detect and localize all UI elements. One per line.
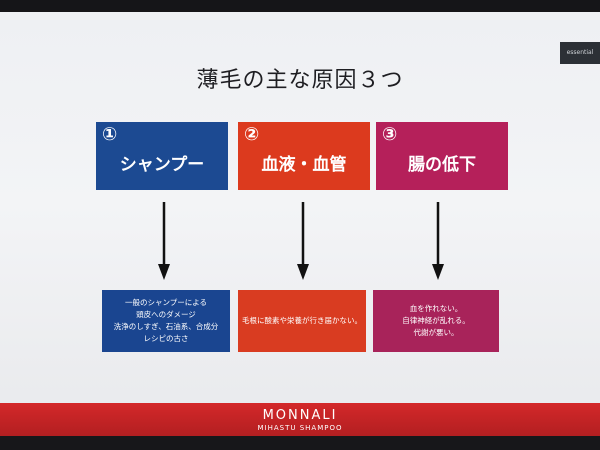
down-arrow-icon <box>432 202 444 280</box>
slide-title: 薄毛の主な原因３つ <box>196 68 404 93</box>
detail-line: 自律神経が乱れる。 <box>402 316 470 325</box>
detail-line: 頭皮へのダメージ <box>136 310 196 319</box>
down-arrow-icon <box>158 202 170 280</box>
detail-line: 代謝が悪い。 <box>413 328 459 337</box>
detail-line: 毛根に酸素や栄養が行き届かない。 <box>242 316 362 325</box>
presentation-slide: essential 薄毛の主な原因３つ ① シャンプー ② 血液・血管 ③ 腸の… <box>0 12 600 438</box>
cause-box-shampoo: ① シャンプー <box>96 122 228 190</box>
monitor-bezel-bottom <box>0 436 600 450</box>
detail-box-blood: 毛根に酸素や栄養が行き届かない。 <box>238 290 366 352</box>
detail-box-gut: 血を作れない。 自律神経が乱れる。 代謝が悪い。 <box>373 290 499 352</box>
detail-line: レシピの古さ <box>143 334 189 343</box>
detail-line: 一般のシャンプーによる <box>124 298 208 307</box>
corner-tag: essential <box>560 42 600 64</box>
detail-line: 洗浄のしすぎ、石油系、合成分 <box>113 322 219 331</box>
cause-box-gut: ③ 腸の低下 <box>376 122 508 190</box>
footer-banner: MONNALI MIHASTU SHAMPOO <box>0 403 600 438</box>
cause-label: 腸の低下 <box>408 155 476 175</box>
cause-label: 血液・血管 <box>261 155 347 175</box>
cause-box-blood: ② 血液・血管 <box>238 122 370 190</box>
cause-number: ① <box>102 124 118 145</box>
cause-number: ③ <box>382 124 398 145</box>
brand-subtitle: MIHASTU SHAMPOO <box>257 424 343 432</box>
cause-number: ② <box>244 124 260 145</box>
down-arrow-icon <box>297 202 309 280</box>
brand-name: MONNALI <box>262 408 338 423</box>
detail-box-shampoo: 一般のシャンプーによる 頭皮へのダメージ 洗浄のしすぎ、石油系、合成分 レシピの… <box>102 290 230 352</box>
detail-line: 血を作れない。 <box>409 304 463 313</box>
cause-label: シャンプー <box>119 155 205 175</box>
